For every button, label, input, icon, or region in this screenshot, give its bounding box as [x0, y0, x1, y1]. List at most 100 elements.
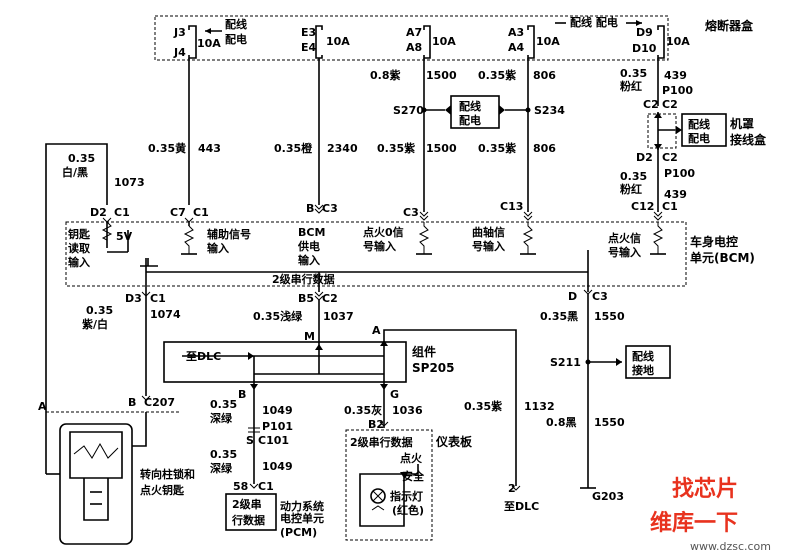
fuse-pin-in: A3 [508, 26, 524, 39]
bcm-title: 车身电控 [690, 234, 738, 249]
connector-c2: C2 [643, 98, 659, 111]
crank-input-label: 号输入 [472, 239, 505, 253]
connector-mark [102, 217, 112, 223]
pcm-box-label: 行数据 [231, 513, 265, 527]
wire-circuit: 806 [533, 69, 556, 82]
wire-color: 深绿 [210, 461, 233, 475]
connector-mark [523, 211, 533, 221]
resistor-symbol [183, 225, 195, 254]
key-input-label: 输入 [68, 255, 90, 269]
fuse-symbol [657, 25, 665, 59]
wire-circuit: 1550 [594, 310, 625, 323]
arrow-head [636, 20, 642, 26]
fuse-symbol [527, 25, 535, 59]
wire-1073: 0.35 白/黑 1073 [45, 143, 145, 474]
wire-gauge: 0.35 [620, 170, 647, 183]
key-input-label: 钥匙 [68, 227, 91, 241]
wire-1132: 0.35紫 1132 2 至DLC [383, 329, 555, 513]
connector-d2: D2 [90, 206, 107, 219]
wire-gauge: 0.35 [68, 152, 95, 165]
splice-box-label: 配电 [459, 113, 481, 127]
wire-gauge-color: 0.35紫 [478, 141, 516, 155]
lamp-label: (红色) [392, 503, 424, 517]
connector-c1: C1 [114, 206, 130, 219]
lamp-arrows [371, 505, 385, 511]
ign0-input-circuit: 点火0信 号输入 [363, 222, 432, 255]
wire-1550: D C3 0.35黑 1550 S211 配线 接地 0.8黑 1550 G20… [540, 289, 671, 503]
indicator-lamp [370, 488, 386, 504]
resistor-symbol [101, 221, 113, 241]
splice-pin-b: B [238, 388, 246, 401]
splice-label-left: S270 [393, 104, 424, 117]
wire-gauge-color: 0.35橙 [274, 141, 313, 155]
resistor-symbol [522, 222, 534, 254]
connector-mark [141, 395, 151, 401]
hood-relay-label: 配电 [688, 131, 710, 145]
aux-input-label: 辅助信号 [207, 227, 251, 241]
arrow-head [400, 472, 408, 478]
splice-dot [525, 107, 531, 113]
connector-mark [419, 211, 429, 221]
watermark-text-1: 找芯片 [672, 477, 738, 502]
splice-distribution: S270 S234 配线 配电 [393, 95, 565, 129]
ign-input-label: 点火信 [608, 231, 641, 245]
connector-c2: C2 [662, 151, 678, 164]
cluster-outline [345, 429, 433, 541]
switch-contact [73, 442, 119, 459]
connector-c3: C3 [592, 290, 608, 303]
switch-body [59, 423, 133, 545]
watermark-text-2: 维库一下 [650, 510, 738, 536]
ground-box-label: 接地 [632, 363, 654, 377]
fuse-a3-a4: A3 A4 10A 配线 配电 [508, 15, 642, 59]
arrow-head [445, 105, 451, 115]
connector-mark [379, 421, 389, 427]
arrow-head [380, 340, 388, 346]
fuse-rating: 10A [432, 35, 456, 48]
wire-gauge-color: 0.35黄 [148, 141, 186, 155]
fuse-box-title: 熔断器盒 [705, 18, 754, 33]
hood-relay-label: 配线 [688, 117, 710, 131]
connector-58: 58 [233, 480, 248, 493]
fuse-symbol [188, 25, 197, 59]
key-shape [83, 478, 109, 521]
cluster-ign-label: 点火 [400, 451, 423, 465]
to-dlc-label: 至DLC [186, 350, 221, 363]
connector-c101-label: C101 [258, 434, 289, 447]
dlc-pin: 2 [508, 482, 516, 495]
key-input-label: 读取 [68, 241, 90, 255]
wire-circuit: 806 [533, 142, 556, 155]
connector-b5: B5 [298, 292, 314, 305]
fuse-symbol [423, 25, 431, 59]
arrow-head [315, 344, 323, 350]
instrument-cluster: 2级串行数据 仪表板 点火 安全 指示灯 (红色) [345, 429, 473, 541]
pcm-module: 2级串 行数据 动力系统 电控单元 (PCM) [225, 493, 324, 539]
aux-input-circuit: 辅助信号 输入 [181, 222, 251, 255]
wire-gauge: 0.35 [210, 448, 237, 461]
fuse-pin-in: E3 [301, 26, 316, 39]
connector-c1: C1 [258, 480, 274, 493]
wire-circuit: 443 [198, 142, 221, 155]
arrow-head [499, 105, 505, 115]
wire-gauge-color: 0.8黑 [546, 416, 577, 429]
splice-box-label: 配线 [459, 99, 481, 113]
wire-443: 0.35黄 443 [148, 58, 221, 205]
key-input-circuit: 5V 钥匙 读取 输入 [68, 221, 158, 269]
wire-439: 0.35 粉红 439 P100 C2 C2 D2 C2 0.35 粉红 P10… [620, 58, 695, 212]
splice-pack-title: SP205 [412, 361, 455, 375]
fuse-j3-j4: J3 J4 10A 配线 配电 [173, 17, 247, 59]
fuse-pin-out: A4 [508, 41, 525, 54]
lamp-label: 指示灯 [390, 489, 423, 503]
bcm-title: 单元(BCM) [690, 250, 755, 265]
wire-connector: P100 [662, 84, 693, 97]
arrow-head [250, 384, 258, 390]
connector-c2: C2 [322, 292, 338, 305]
connector-c3: C3 [403, 206, 419, 219]
bcm-supply-label: 输入 [298, 253, 320, 267]
splice-pack-sp205: 至DLC A 组件 SP205 B G [163, 324, 455, 401]
ign-input-circuit: 点火信 号输入 [608, 222, 666, 259]
serial-data-label: 2级串行数据 [272, 272, 335, 286]
arrow-head [248, 352, 254, 360]
crank-input-circuit: 曲轴信 号输入 [472, 222, 536, 255]
wire-1037: B5 C2 0.35浅绿 1037 M [253, 291, 354, 346]
wire-circuit: 1550 [594, 416, 625, 429]
